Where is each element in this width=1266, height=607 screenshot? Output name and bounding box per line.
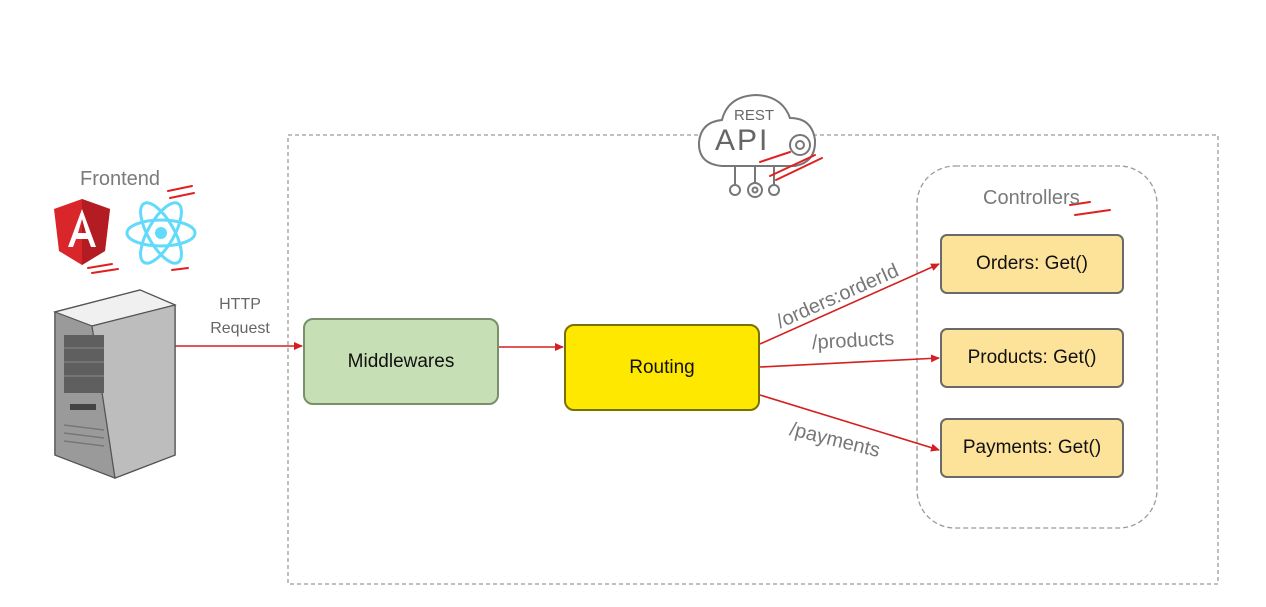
- route-arrow-products: [759, 354, 940, 368]
- http-request-line2: Request: [210, 320, 270, 337]
- controller-products: Products: Get(): [940, 328, 1124, 388]
- controller-orders: Orders: Get(): [940, 234, 1124, 294]
- controllers-group: [916, 165, 1158, 529]
- controller-payments: Payments: Get(): [940, 418, 1124, 478]
- route-arrow-orders: [759, 263, 940, 345]
- controller-payments-label: Payments: Get(): [962, 437, 1102, 458]
- angular-logo-icon: [54, 199, 110, 265]
- routing-node: Routing: [564, 324, 760, 411]
- controller-orders-label: Orders: Get(): [976, 253, 1088, 274]
- middlewares-label: Middlewares: [347, 350, 455, 372]
- route-arrow-payments: [759, 394, 940, 452]
- http-request-label: HTTP Request: [200, 293, 280, 341]
- http-request-line1: HTTP: [219, 296, 261, 313]
- controllers-title: Controllers: [983, 187, 1080, 209]
- frontend-label: Frontend: [80, 168, 161, 190]
- rest-label: REST: [734, 107, 775, 124]
- routing-label: Routing: [629, 356, 695, 378]
- api-label: API: [715, 124, 770, 157]
- rest-api-cloud-icon: [697, 93, 817, 198]
- middlewares-node: Middlewares: [303, 318, 499, 405]
- controller-products-label: Products: Get(): [967, 347, 1097, 368]
- react-logo-icon: [125, 201, 197, 265]
- server-icon: [53, 289, 177, 479]
- route-label-products: /products: [811, 327, 895, 354]
